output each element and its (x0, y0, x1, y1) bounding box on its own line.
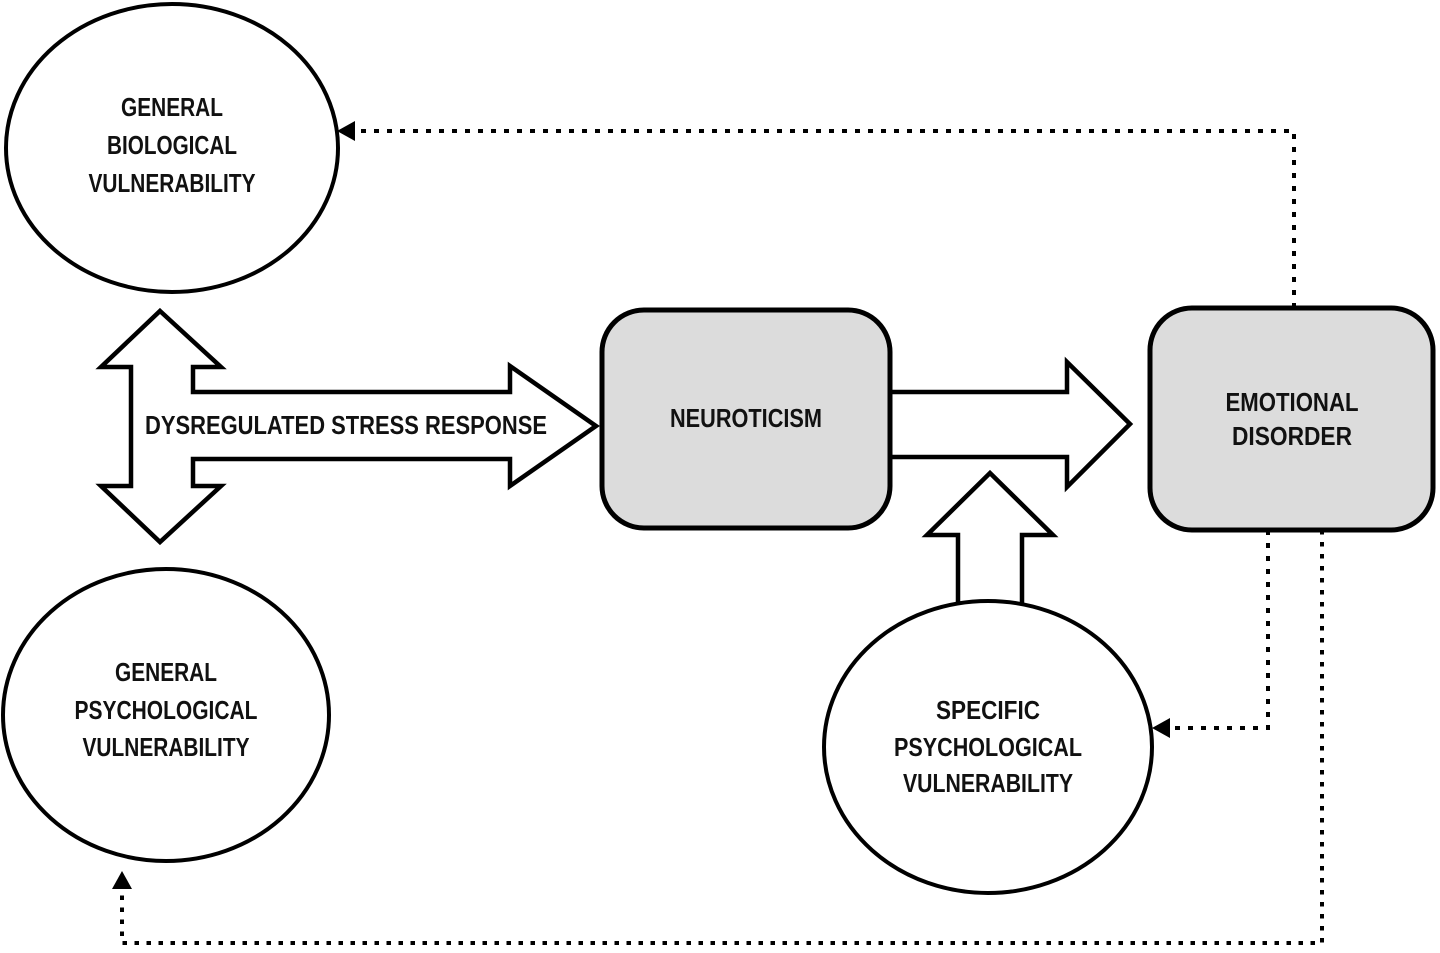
general-psychological-line-2: PSYCHOLOGICAL (75, 695, 258, 725)
emotional-disorder-box (1147, 305, 1436, 533)
general-biological-line-1: GENERAL (121, 92, 223, 122)
dysregulated-stress-response-label: DYSREGULATED STRESS RESPONSE (145, 410, 547, 440)
node-neuroticism: NEUROTICISM (599, 307, 893, 531)
general-psychological-line-3: VULNERABILITY (83, 732, 250, 762)
emotional-disorder-line-1: EMOTIONAL (1226, 387, 1359, 417)
specific-psychological-line-3: VULNERABILITY (903, 768, 1073, 798)
feedback-arrow-to-general-biological (337, 121, 1296, 308)
specific-psychological-line-1: SPECIFIC (936, 695, 1040, 725)
general-biological-ellipse (4, 2, 340, 294)
feedback-biological-path (352, 129, 1296, 308)
node-general-psychological-vulnerability: GENERAL PSYCHOLOGICAL VULNERABILITY (1, 567, 331, 863)
node-general-biological-vulnerability: GENERAL BIOLOGICAL VULNERABILITY (4, 2, 340, 294)
dysregulated-stress-response-arrow (95, 307, 600, 546)
feedback-arrow-to-specific-psychological (1152, 530, 1270, 738)
feedback-biological-arrowhead-icon (337, 121, 355, 141)
emotional-disorder-line-2: DISORDER (1232, 421, 1352, 451)
feedback-psychological-arrowhead-icon (112, 871, 132, 889)
specific-psychological-line-2: PSYCHOLOGICAL (894, 732, 1082, 762)
general-psychological-ellipse (1, 567, 331, 863)
feedback-arrow-to-general-psychological (112, 530, 1324, 945)
general-biological-line-3: VULNERABILITY (89, 168, 256, 198)
specific-vulnerability-up-arrow (921, 469, 1059, 617)
feedback-specific-arrowhead-icon (1152, 718, 1170, 738)
general-psychological-line-1: GENERAL (115, 657, 217, 687)
general-biological-line-2: BIOLOGICAL (107, 130, 237, 160)
feedback-specific-path (1167, 530, 1270, 730)
node-emotional-disorder: EMOTIONAL DISORDER (1147, 305, 1436, 533)
neuroticism-to-emotional-disorder-arrow (882, 356, 1134, 493)
neuroticism-box (599, 307, 893, 531)
specific-psychological-ellipse (822, 599, 1154, 895)
node-specific-psychological-vulnerability: SPECIFIC PSYCHOLOGICAL VULNERABILITY (822, 599, 1154, 895)
feedback-psychological-path (120, 530, 1324, 945)
neuroticism-label: NEUROTICISM (670, 403, 822, 433)
